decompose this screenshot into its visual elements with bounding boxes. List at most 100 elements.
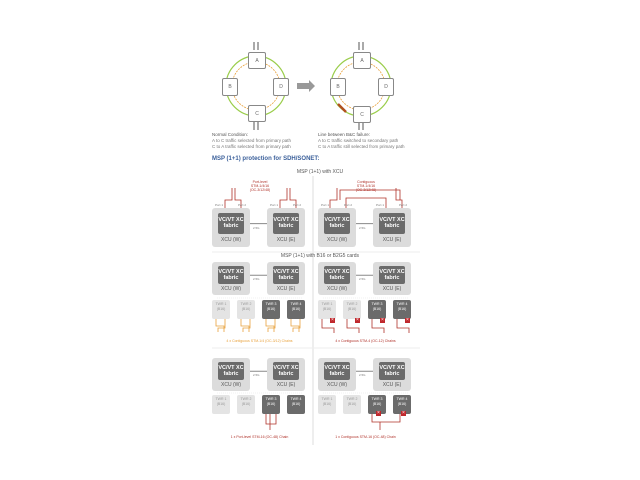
xcu-link-label: 2.5G <box>253 276 260 281</box>
xcu-label: XCU (E) <box>382 236 402 243</box>
normal-line-2: C to A traffic selected from primary pat… <box>212 144 291 149</box>
port-2-label: Port 2 <box>238 203 247 207</box>
red-chain <box>346 319 360 333</box>
failure-x-icon: × <box>355 317 360 323</box>
card-sub-label: (B16) <box>216 401 226 406</box>
xcu-label: XCU (W) <box>221 286 241 293</box>
fiber-pair <box>289 188 297 208</box>
failure-x-icon: × <box>330 317 335 323</box>
orange-chain <box>290 319 300 332</box>
card-twr-4: TWR 4(B16) <box>393 395 411 414</box>
fiber-pair <box>329 188 338 208</box>
ring-node-a: A <box>248 52 266 69</box>
orange-chain <box>265 319 275 332</box>
xc-fabric: VC/VT XC fabric <box>324 361 350 381</box>
xcu-link-label: 2.5G <box>253 372 260 377</box>
section-title: MSP (1+1) protection for SDH/SONET: <box>212 156 320 162</box>
xc-fabric: VC/VT XC fabric <box>218 212 244 235</box>
card-twr-2: TWR 2(B16) <box>343 395 361 414</box>
card-twr-2: TWR 2(B16) <box>237 300 255 319</box>
normal-condition-title: Normal Condition: <box>212 132 249 137</box>
contiguous-chain <box>371 414 401 423</box>
card-sub-label: (B16) <box>241 306 251 311</box>
xc-fabric: VC/VT XC fabric <box>379 212 405 235</box>
xcu-label: XCU (W) <box>221 236 241 243</box>
failure-x-icon: × <box>405 317 410 323</box>
failure-x-icon: × <box>401 410 406 416</box>
xcu-link-label: 2.5G <box>359 225 366 230</box>
xcu-label: XCU (E) <box>382 382 402 389</box>
card-twr-4: TWR 4(B16) <box>287 300 305 319</box>
xc-fabric: VC/VT XC fabric <box>379 361 405 381</box>
ring2-node-c: C <box>353 106 371 123</box>
xcu-link-label: 2.5G <box>253 225 260 230</box>
xc-fabric: VC/VT XC fabric <box>324 265 350 285</box>
card-twr-3: TWR 3(B16) <box>368 395 386 414</box>
red-chain <box>321 319 335 333</box>
card-twr-1: TWR 1(B16) <box>318 300 336 319</box>
card-twr-3: TWR 3(B16) <box>368 300 386 319</box>
card-sub-label: (B16) <box>397 306 407 311</box>
fiber-pair <box>224 188 233 208</box>
card-twr-2: TWR 2(B16) <box>237 395 255 414</box>
port-1-label: Port 1 <box>321 203 330 207</box>
orange-chain <box>215 319 225 332</box>
xc-fabric: VC/VT XC fabric <box>273 212 299 235</box>
port-2-label: Port 2 <box>344 203 353 207</box>
cards-section-title: MSP (1+1) with B16 or B2G5 cards <box>280 253 360 259</box>
port-level-chain <box>265 414 277 425</box>
wrench-icon <box>337 103 347 113</box>
xcu-link-label: 2.5G <box>359 372 366 377</box>
card-twr-1: TWR 1(B16) <box>318 395 336 414</box>
cards-left-caption: 4 x Contiguous STM-1/4 (OC-3/12) Chains <box>226 339 293 343</box>
red-chain <box>396 319 410 333</box>
failure-line-2: C to A traffic still selected from prima… <box>318 144 405 149</box>
normal-line-1: A to C traffic selected from primary pat… <box>212 138 291 143</box>
xcu-label: XCU (E) <box>276 236 296 243</box>
card-sub-label: (B16) <box>266 306 276 311</box>
ring-node-d: D <box>273 78 289 96</box>
failure-x-icon: × <box>380 317 385 323</box>
xcu-label: XCU (E) <box>276 286 296 293</box>
xcu-link-label: 2.5G <box>359 276 366 281</box>
card-twr-1: TWR 1(B16) <box>212 395 230 414</box>
orange-chain <box>292 319 301 332</box>
card-sub-label: (B16) <box>291 306 301 311</box>
xcu-label: XCU (W) <box>221 382 241 389</box>
card-twr-1: TWR 1(B16) <box>212 300 230 319</box>
xcu-label: XCU (W) <box>327 236 347 243</box>
failure-title: Line between B&C failure: <box>318 132 371 137</box>
cards-right-caption: 4 x Contiguous STM-4 (OC-12) Chains <box>335 339 396 343</box>
xc-fabric: VC/VT XC fabric <box>324 212 350 235</box>
xc-fabric: VC/VT XC fabric <box>273 265 299 285</box>
card-sub-label: (B16) <box>347 306 357 311</box>
card-sub-label: (B16) <box>216 306 226 311</box>
orange-chain <box>217 319 226 332</box>
card-twr-4: TWR 4(B16) <box>393 300 411 319</box>
xc-fabric: VC/VT XC fabric <box>273 361 299 381</box>
xc-fabric: VC/VT XC fabric <box>218 361 244 381</box>
xcu-label: XCU (E) <box>382 286 402 293</box>
xcu-label: XCU (E) <box>276 382 296 389</box>
card-sub-label: (B16) <box>291 401 301 406</box>
card-sub-label: (B16) <box>241 401 251 406</box>
card-twr-2: TWR 2(B16) <box>343 300 361 319</box>
card-twr-3: TWR 3(B16) <box>262 300 280 319</box>
card-sub-label: (B16) <box>397 401 407 406</box>
card-sub-label: (B16) <box>372 306 382 311</box>
fiber-pair <box>395 188 403 208</box>
fiber-pair <box>345 197 387 208</box>
ring2-node-d: D <box>378 78 394 96</box>
port-2-label: Port 2 <box>399 203 408 207</box>
card-twr-4: TWR 4(B16) <box>287 395 305 414</box>
